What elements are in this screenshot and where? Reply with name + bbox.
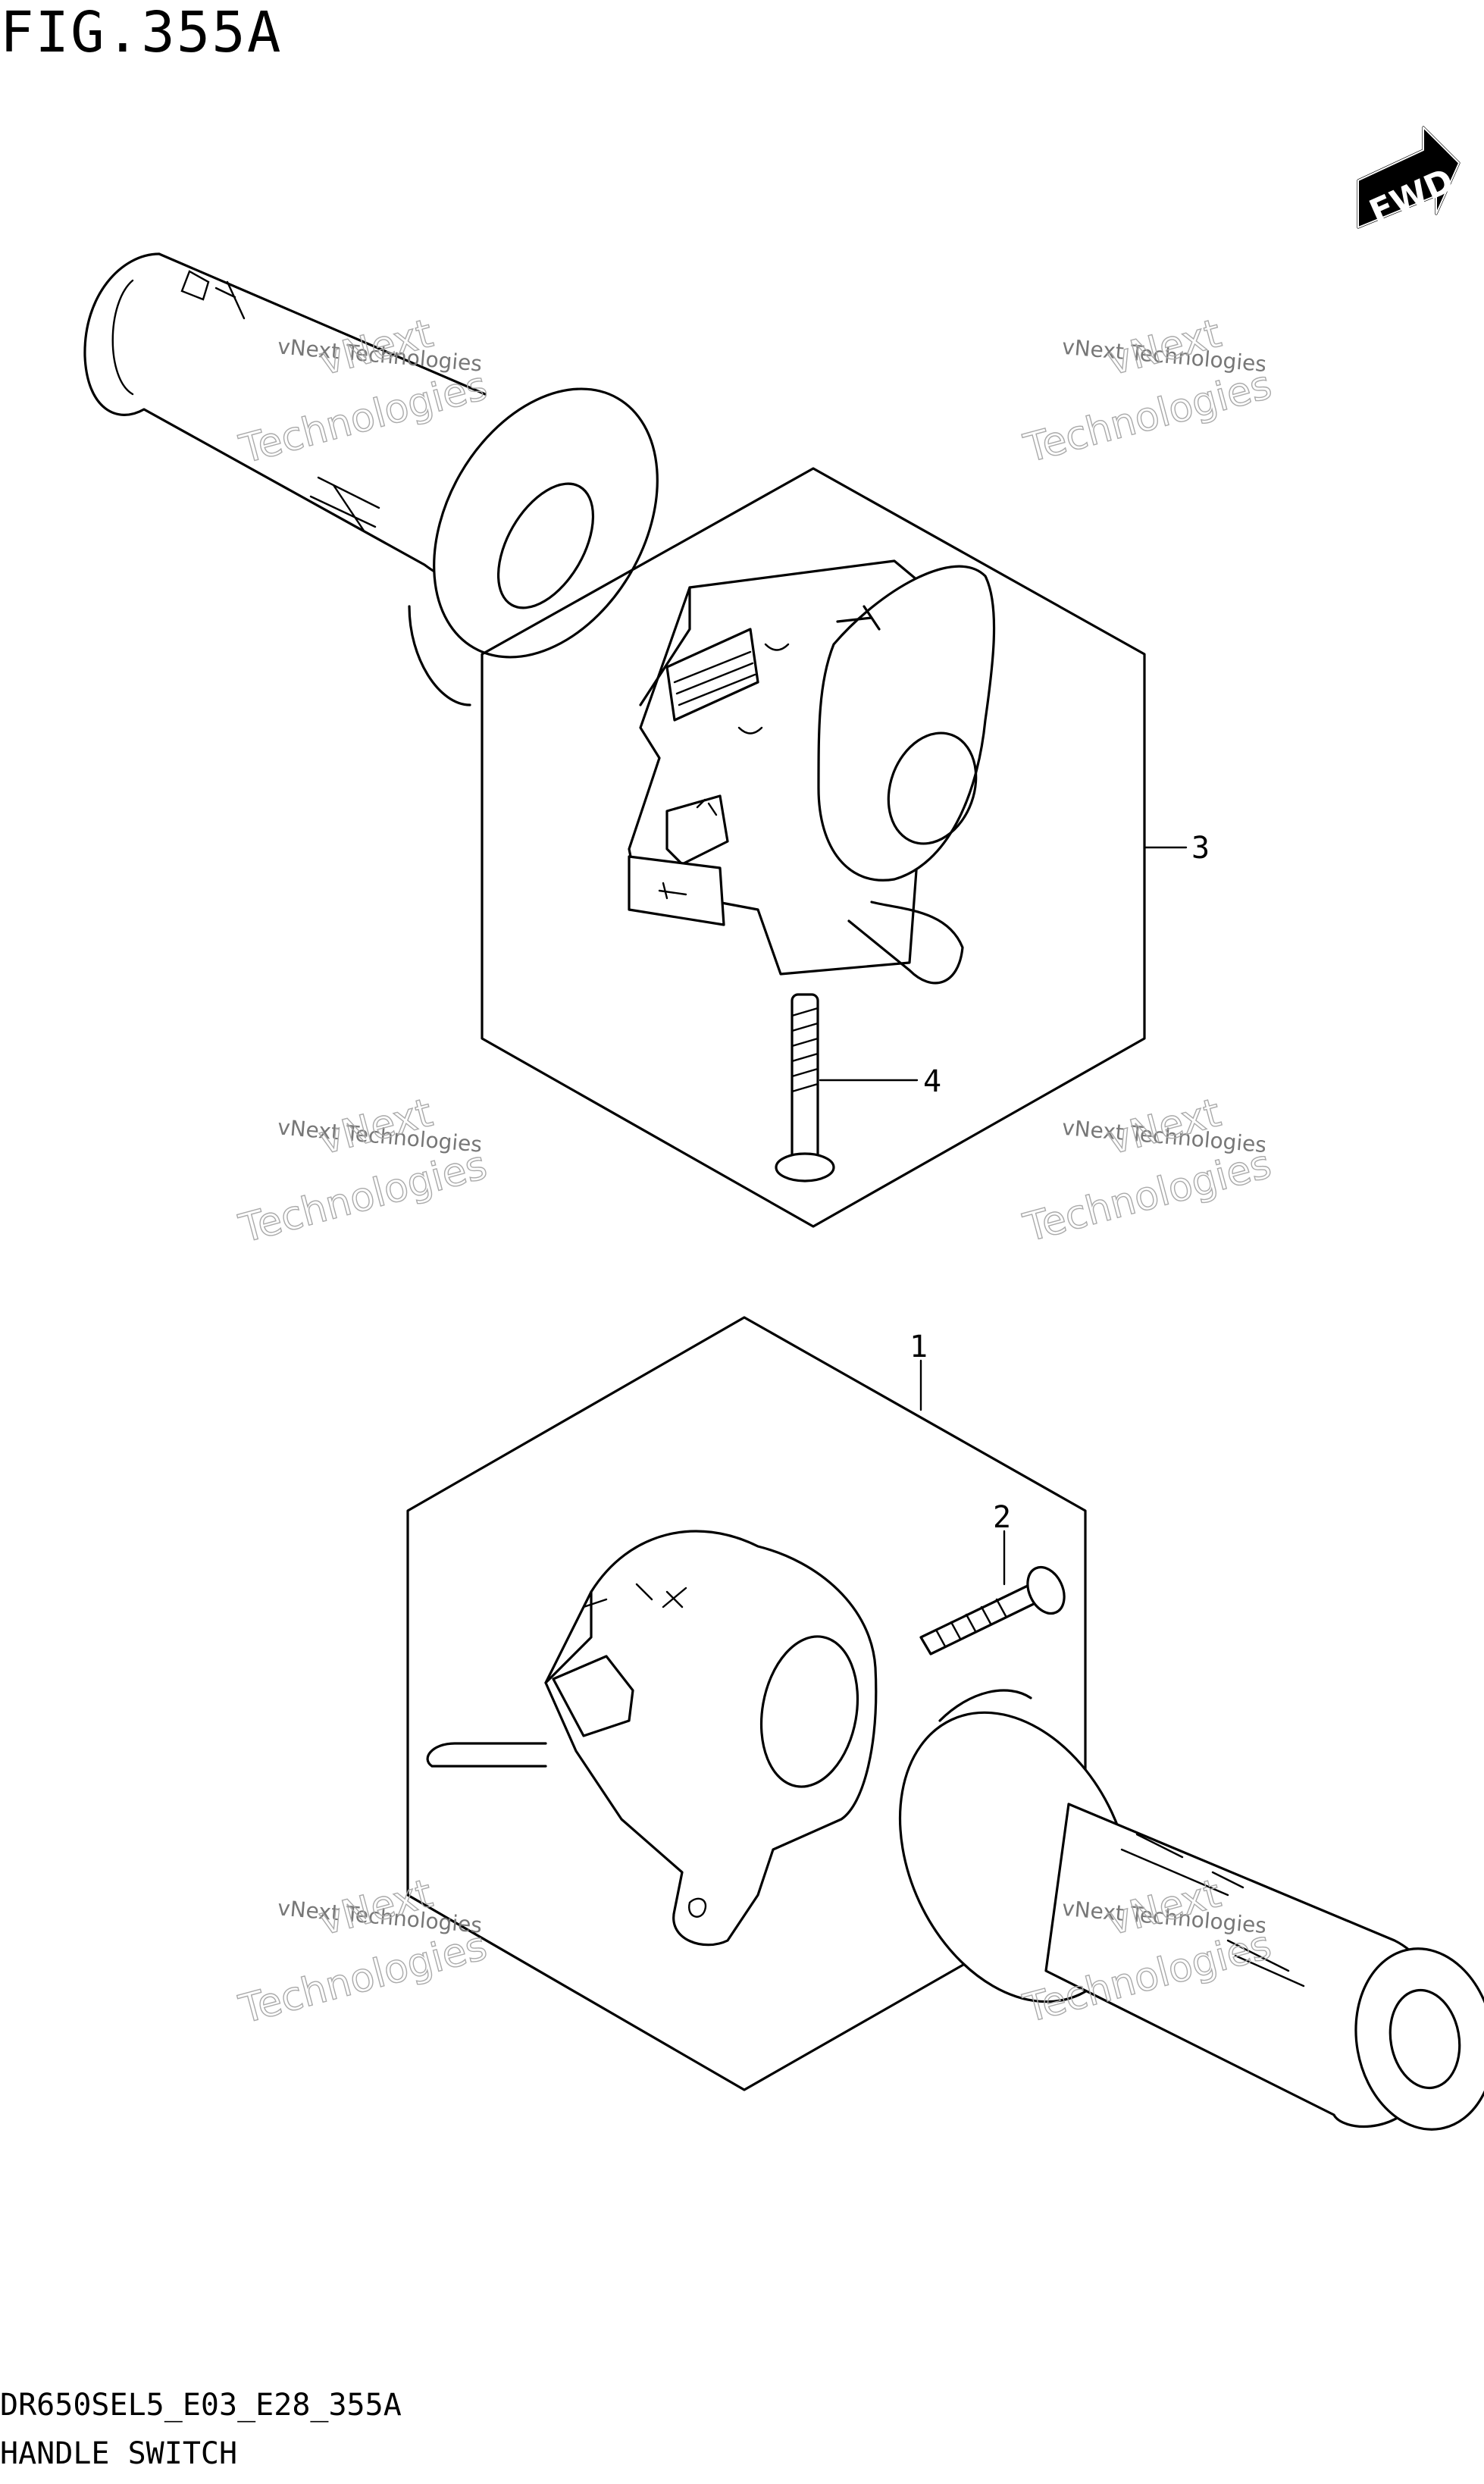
watermark-1: Technologies vNext Technologies vNext [234,310,493,473]
fwd-arrow-icon: FWD [1357,126,1461,232]
svg-text:Technologies: Technologies [1019,362,1276,472]
callout-1: 1 [909,1330,928,1364]
callout-3: 3 [1191,831,1210,866]
part-code: DR650SEL5_E03_E28_355A [0,2388,402,2423]
figure-title: FIG.355A [0,0,283,65]
svg-text:Technologies: Technologies [234,1142,491,1252]
svg-text:Technologies: Technologies [234,1923,491,2033]
left-grip-icon [83,252,659,706]
callout-4: 4 [923,1064,941,1099]
screw-2-icon [919,1565,1066,1655]
svg-text:vNext: vNext [315,1090,437,1164]
right-grip-icon [898,1689,1484,2131]
watermark-4: Technologies vNext Technologies vNext [1019,1089,1277,1251]
hexagon-frame-lower [406,1316,1087,2091]
svg-text:vNext: vNext [1103,311,1226,384]
watermark-2: Technologies vNext Technologies vNext [1019,310,1277,472]
svg-text:vNext: vNext [315,311,437,384]
watermark-5: Technologies vNext Technologies vNext [234,1870,493,2033]
switch-housing-left-icon [426,1530,878,1947]
svg-text:vNext: vNext [315,1871,437,1944]
hexagon-frame-upper [481,467,1146,1228]
callout-2: 2 [993,1500,1011,1535]
switch-housing-right-icon [628,559,996,985]
svg-text:Technologies: Technologies [1019,1142,1276,1251]
svg-text:vNext: vNext [1103,1090,1226,1164]
screw-4-icon [775,993,835,1182]
watermark-3: Technologies vNext Technologies vNext [234,1089,493,1252]
section-name: HANDLE SWITCH [0,2436,238,2471]
svg-text:Technologies: Technologies [235,363,492,473]
